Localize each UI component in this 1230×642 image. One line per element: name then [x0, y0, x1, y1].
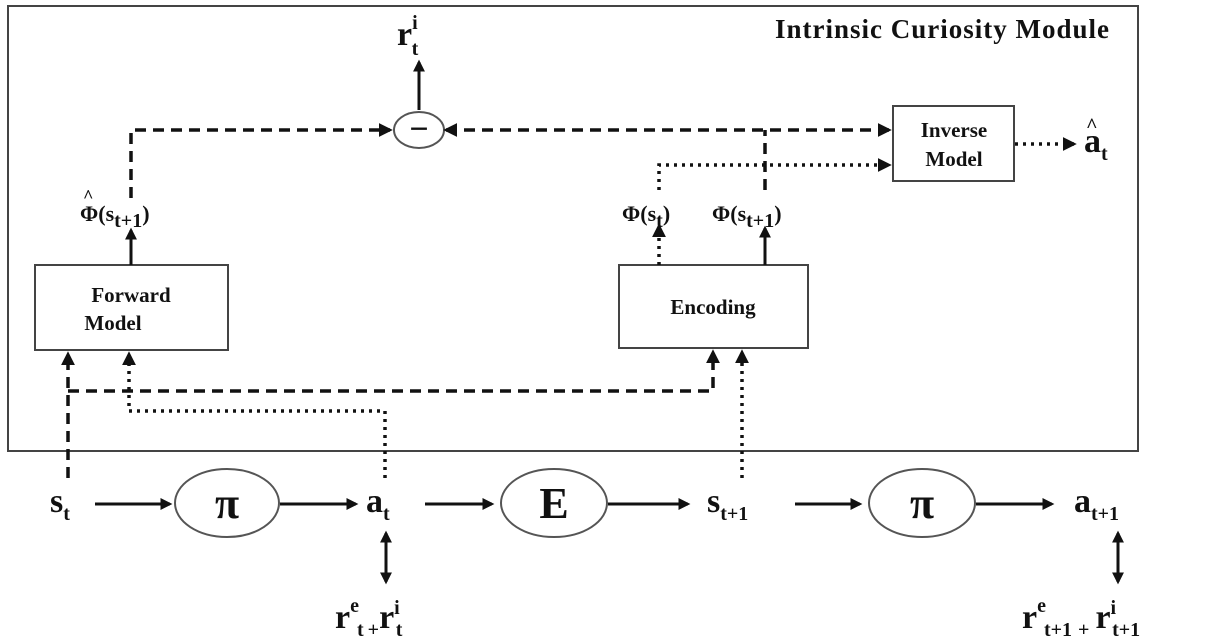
subtraction-node: −: [393, 111, 445, 149]
environment-node: [500, 468, 608, 538]
module-title: Intrinsic Curiosity Module: [775, 14, 1110, 44]
forward-model-label-line2: Model: [84, 311, 141, 335]
arrow-at-to-forward: [122, 351, 387, 478]
environment-symbol: E: [539, 479, 568, 528]
action-at1-label: at+1: [1074, 483, 1119, 525]
policy-node-2: [868, 468, 976, 538]
phi-hat-label: Φ(st+1): [80, 201, 150, 232]
phi-hat-caret: ^: [83, 186, 93, 206]
arrow-st-to-encoding: [68, 349, 720, 393]
module-frame: [7, 5, 1139, 452]
inverse-model-box: Inverse Model: [892, 105, 1015, 182]
policy-symbol-2: π: [910, 479, 934, 528]
policy-node-1: [174, 468, 280, 538]
arrow-phi-hat-to-minus: [129, 123, 393, 198]
policy-symbol-1: π: [215, 479, 239, 528]
state-st1-label: st+1: [707, 483, 748, 525]
predicted-action-label: at: [1084, 123, 1108, 165]
forward-model-box: Forward Model: [34, 264, 229, 351]
inverse-model-label-line2: Model: [925, 147, 982, 171]
a-hat-caret: ^: [1086, 115, 1098, 137]
state-st-label: st: [50, 483, 70, 525]
action-at-label: at: [366, 483, 390, 525]
encoding-box: Encoding: [618, 264, 809, 349]
inverse-model-label-line1: Inverse: [921, 118, 988, 142]
forward-model-label-line1: Forward: [91, 283, 171, 307]
minus-symbol: −: [409, 111, 428, 148]
encoding-label: Encoding: [670, 295, 756, 319]
arrow-phi-st-to-inverse: [657, 158, 892, 190]
phi-st-label: Φ(st): [622, 201, 670, 232]
phi-st1-label: Φ(st+1): [712, 201, 782, 232]
